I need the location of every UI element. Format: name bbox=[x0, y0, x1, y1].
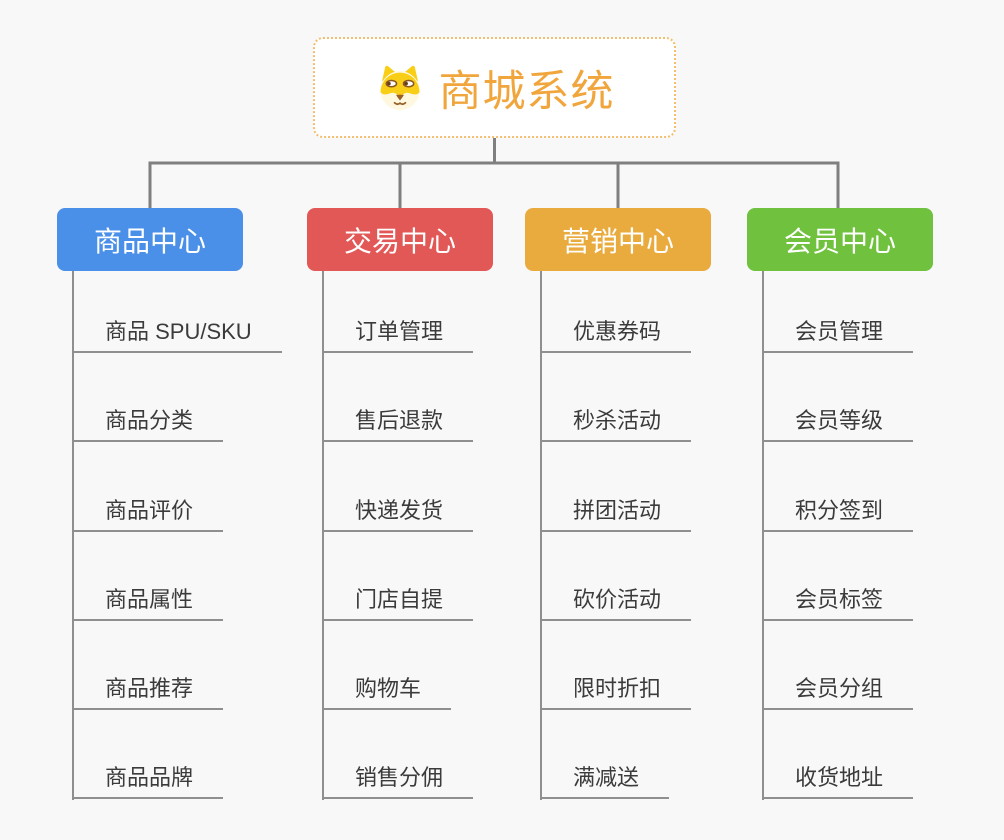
shiba-dog-face-icon bbox=[375, 64, 425, 111]
mindmap-node[interactable]: 商品推荐 bbox=[73, 662, 224, 710]
node-label: 购物车 bbox=[355, 676, 422, 701]
node-label: 会员管理 bbox=[795, 319, 884, 344]
node-label: 商品推荐 bbox=[105, 676, 194, 701]
mindmap-node[interactable]: 商品 SPU/SKU bbox=[73, 305, 282, 353]
node-label: 门店自提 bbox=[355, 587, 444, 612]
branch-header-marketing-center[interactable]: 营销中心 bbox=[525, 208, 711, 271]
mindmap-node[interactable]: 门店自提 bbox=[323, 573, 474, 621]
mindmap-node[interactable]: 商品分类 bbox=[73, 394, 224, 442]
mindmap-node[interactable]: 订单管理 bbox=[323, 305, 474, 353]
branch-header-trade-center[interactable]: 交易中心 bbox=[307, 208, 493, 271]
mindmap-node[interactable]: 快递发货 bbox=[323, 484, 474, 532]
mindmap-node[interactable]: 限时折扣 bbox=[541, 662, 692, 710]
mindmap-node[interactable]: 砍价活动 bbox=[541, 573, 692, 621]
node-label: 商品品牌 bbox=[105, 765, 194, 790]
mindmap-node[interactable]: 秒杀活动 bbox=[541, 394, 692, 442]
node-label: 商品分类 bbox=[105, 408, 194, 433]
root-title: 商城系统 bbox=[438, 67, 615, 116]
mindmap-node[interactable]: 拼团活动 bbox=[541, 484, 692, 532]
branch-header-product-center[interactable]: 商品中心 bbox=[57, 208, 243, 271]
mindmap-node[interactable]: 会员管理 bbox=[763, 305, 914, 353]
mindmap-node[interactable]: 收货地址 bbox=[763, 751, 914, 799]
node-label: 会员分组 bbox=[795, 676, 884, 701]
node-label: 商品 SPU/SKU bbox=[105, 319, 252, 344]
mindmap-node[interactable]: 购物车 bbox=[323, 662, 452, 710]
node-label: 秒杀活动 bbox=[573, 408, 662, 433]
node-label: 拼团活动 bbox=[573, 498, 662, 523]
mindmap-node[interactable]: 满减送 bbox=[541, 751, 670, 799]
node-label: 商品评价 bbox=[105, 498, 194, 523]
mindmap-node[interactable]: 销售分佣 bbox=[323, 751, 474, 799]
node-label: 销售分佣 bbox=[355, 765, 444, 790]
mindmap-node[interactable]: 积分签到 bbox=[763, 484, 914, 532]
node-label: 砍价活动 bbox=[573, 587, 662, 612]
mindmap-node[interactable]: 会员等级 bbox=[763, 394, 914, 442]
mindmap-node[interactable]: 会员标签 bbox=[763, 573, 914, 621]
node-label: 限时折扣 bbox=[573, 676, 662, 701]
mindmap-node[interactable]: 商品品牌 bbox=[73, 751, 224, 799]
mindmap-node[interactable]: 商品评价 bbox=[73, 484, 224, 532]
node-label: 收货地址 bbox=[795, 765, 884, 790]
root-node[interactable]: 商城系统 bbox=[313, 37, 676, 138]
node-label: 订单管理 bbox=[355, 319, 444, 344]
node-label: 快递发货 bbox=[355, 498, 444, 523]
mindmap-node[interactable]: 商品属性 bbox=[73, 573, 224, 621]
branch-header-member-center[interactable]: 会员中心 bbox=[747, 208, 933, 271]
mindmap-node[interactable]: 售后退款 bbox=[323, 394, 474, 442]
node-label: 优惠券码 bbox=[573, 319, 662, 344]
node-label: 会员标签 bbox=[795, 587, 884, 612]
node-label: 商品属性 bbox=[105, 587, 194, 612]
node-label: 售后退款 bbox=[355, 408, 444, 433]
node-label: 满减送 bbox=[573, 765, 640, 790]
node-label: 积分签到 bbox=[795, 498, 884, 523]
mindmap-node[interactable]: 会员分组 bbox=[763, 662, 914, 710]
mindmap-node[interactable]: 优惠券码 bbox=[541, 305, 692, 353]
node-label: 会员等级 bbox=[795, 408, 884, 433]
